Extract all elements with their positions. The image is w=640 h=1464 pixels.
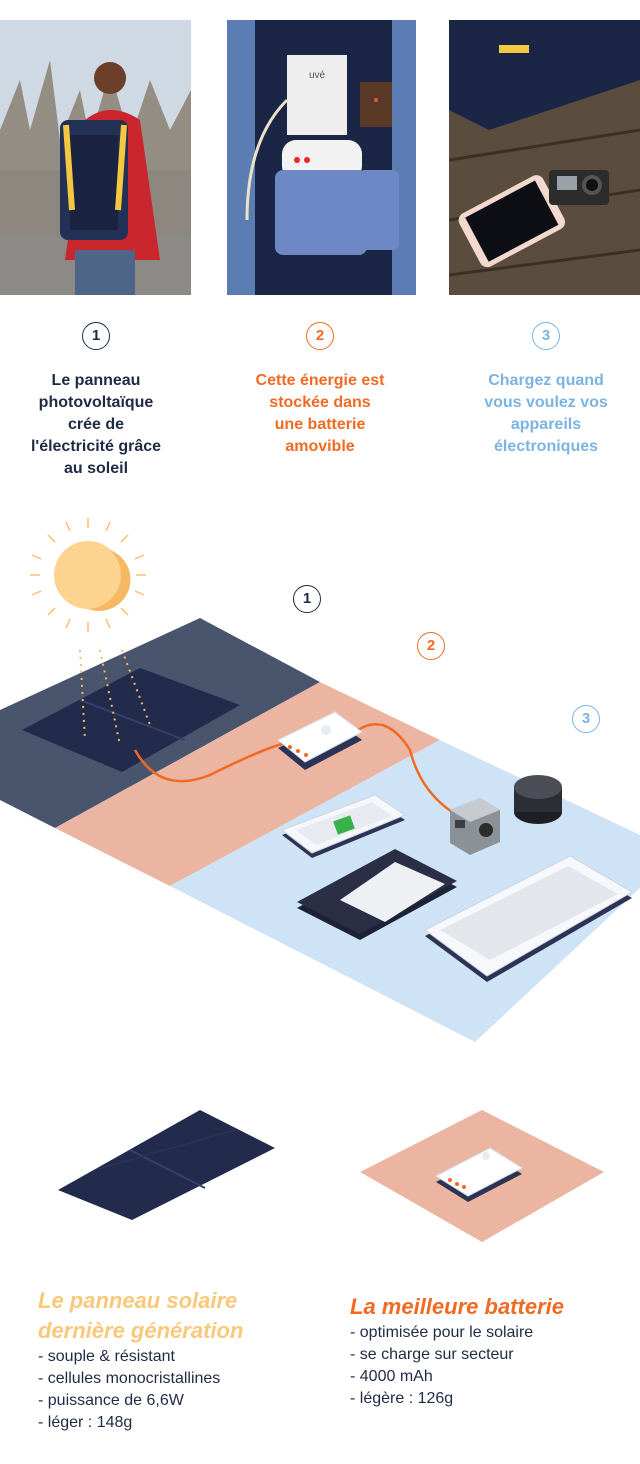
svg-text:uvé: uvé xyxy=(309,70,326,81)
feature-battery-item: se charge sur secteur xyxy=(350,1344,620,1366)
step-3: 3 Chargez quand vous voulez vos appareil… xyxy=(456,322,636,458)
photo-battery-pocket: uvé xyxy=(227,20,416,295)
diagram-marker-2: 2 xyxy=(417,632,445,660)
tablet-icon xyxy=(297,849,457,940)
feature-solar-item: léger : 148g xyxy=(38,1412,308,1434)
feature-battery: La meilleure batterie optimisée pour le … xyxy=(350,1292,620,1410)
step-number-1: 1 xyxy=(82,322,110,350)
feature-solar: Le panneau solaire dernière génération s… xyxy=(38,1286,308,1434)
speaker-icon xyxy=(514,775,562,824)
feature-solar-item: souple & résistant xyxy=(38,1346,308,1368)
phone-icon xyxy=(280,794,407,858)
feature-battery-item: 4000 mAh xyxy=(350,1366,620,1388)
solar-panel-illustration xyxy=(0,1090,300,1260)
step-1-text: Le panneau photovoltaïque crée de l'élec… xyxy=(30,372,162,477)
photo-backpack xyxy=(0,20,191,295)
ipad-icon xyxy=(424,855,633,982)
battery-illustration xyxy=(340,1090,640,1260)
photo-phone-camera xyxy=(449,20,640,295)
step-1: 1 Le panneau photovoltaïque crée de l'él… xyxy=(6,322,186,480)
sun-icon xyxy=(30,518,146,632)
feature-battery-item: optimisée pour le solaire xyxy=(350,1322,620,1344)
feature-battery-item: légère : 126g xyxy=(350,1388,620,1410)
feature-battery-title: La meilleure batterie xyxy=(350,1294,564,1319)
step-2-text: Cette énergie est stockée dans une batte… xyxy=(255,372,385,455)
camera-icon xyxy=(450,798,500,855)
step-number-3: 3 xyxy=(532,322,560,350)
feature-solar-title: Le panneau solaire dernière génération xyxy=(38,1288,244,1343)
battery-icon xyxy=(277,711,363,770)
diagram-marker-3: 3 xyxy=(572,705,600,733)
feature-solar-item: puissance de 6,6W xyxy=(38,1390,308,1412)
isometric-diagram: 1 2 3 xyxy=(0,500,640,1060)
step-number-2: 2 xyxy=(306,322,334,350)
step-3-text: Chargez quand vous voulez vos appareils … xyxy=(484,372,608,455)
feature-solar-item: cellules monocristallines xyxy=(38,1368,308,1390)
step-2: 2 Cette énergie est stockée dans une bat… xyxy=(230,322,410,458)
diagram-marker-1: 1 xyxy=(293,585,321,613)
